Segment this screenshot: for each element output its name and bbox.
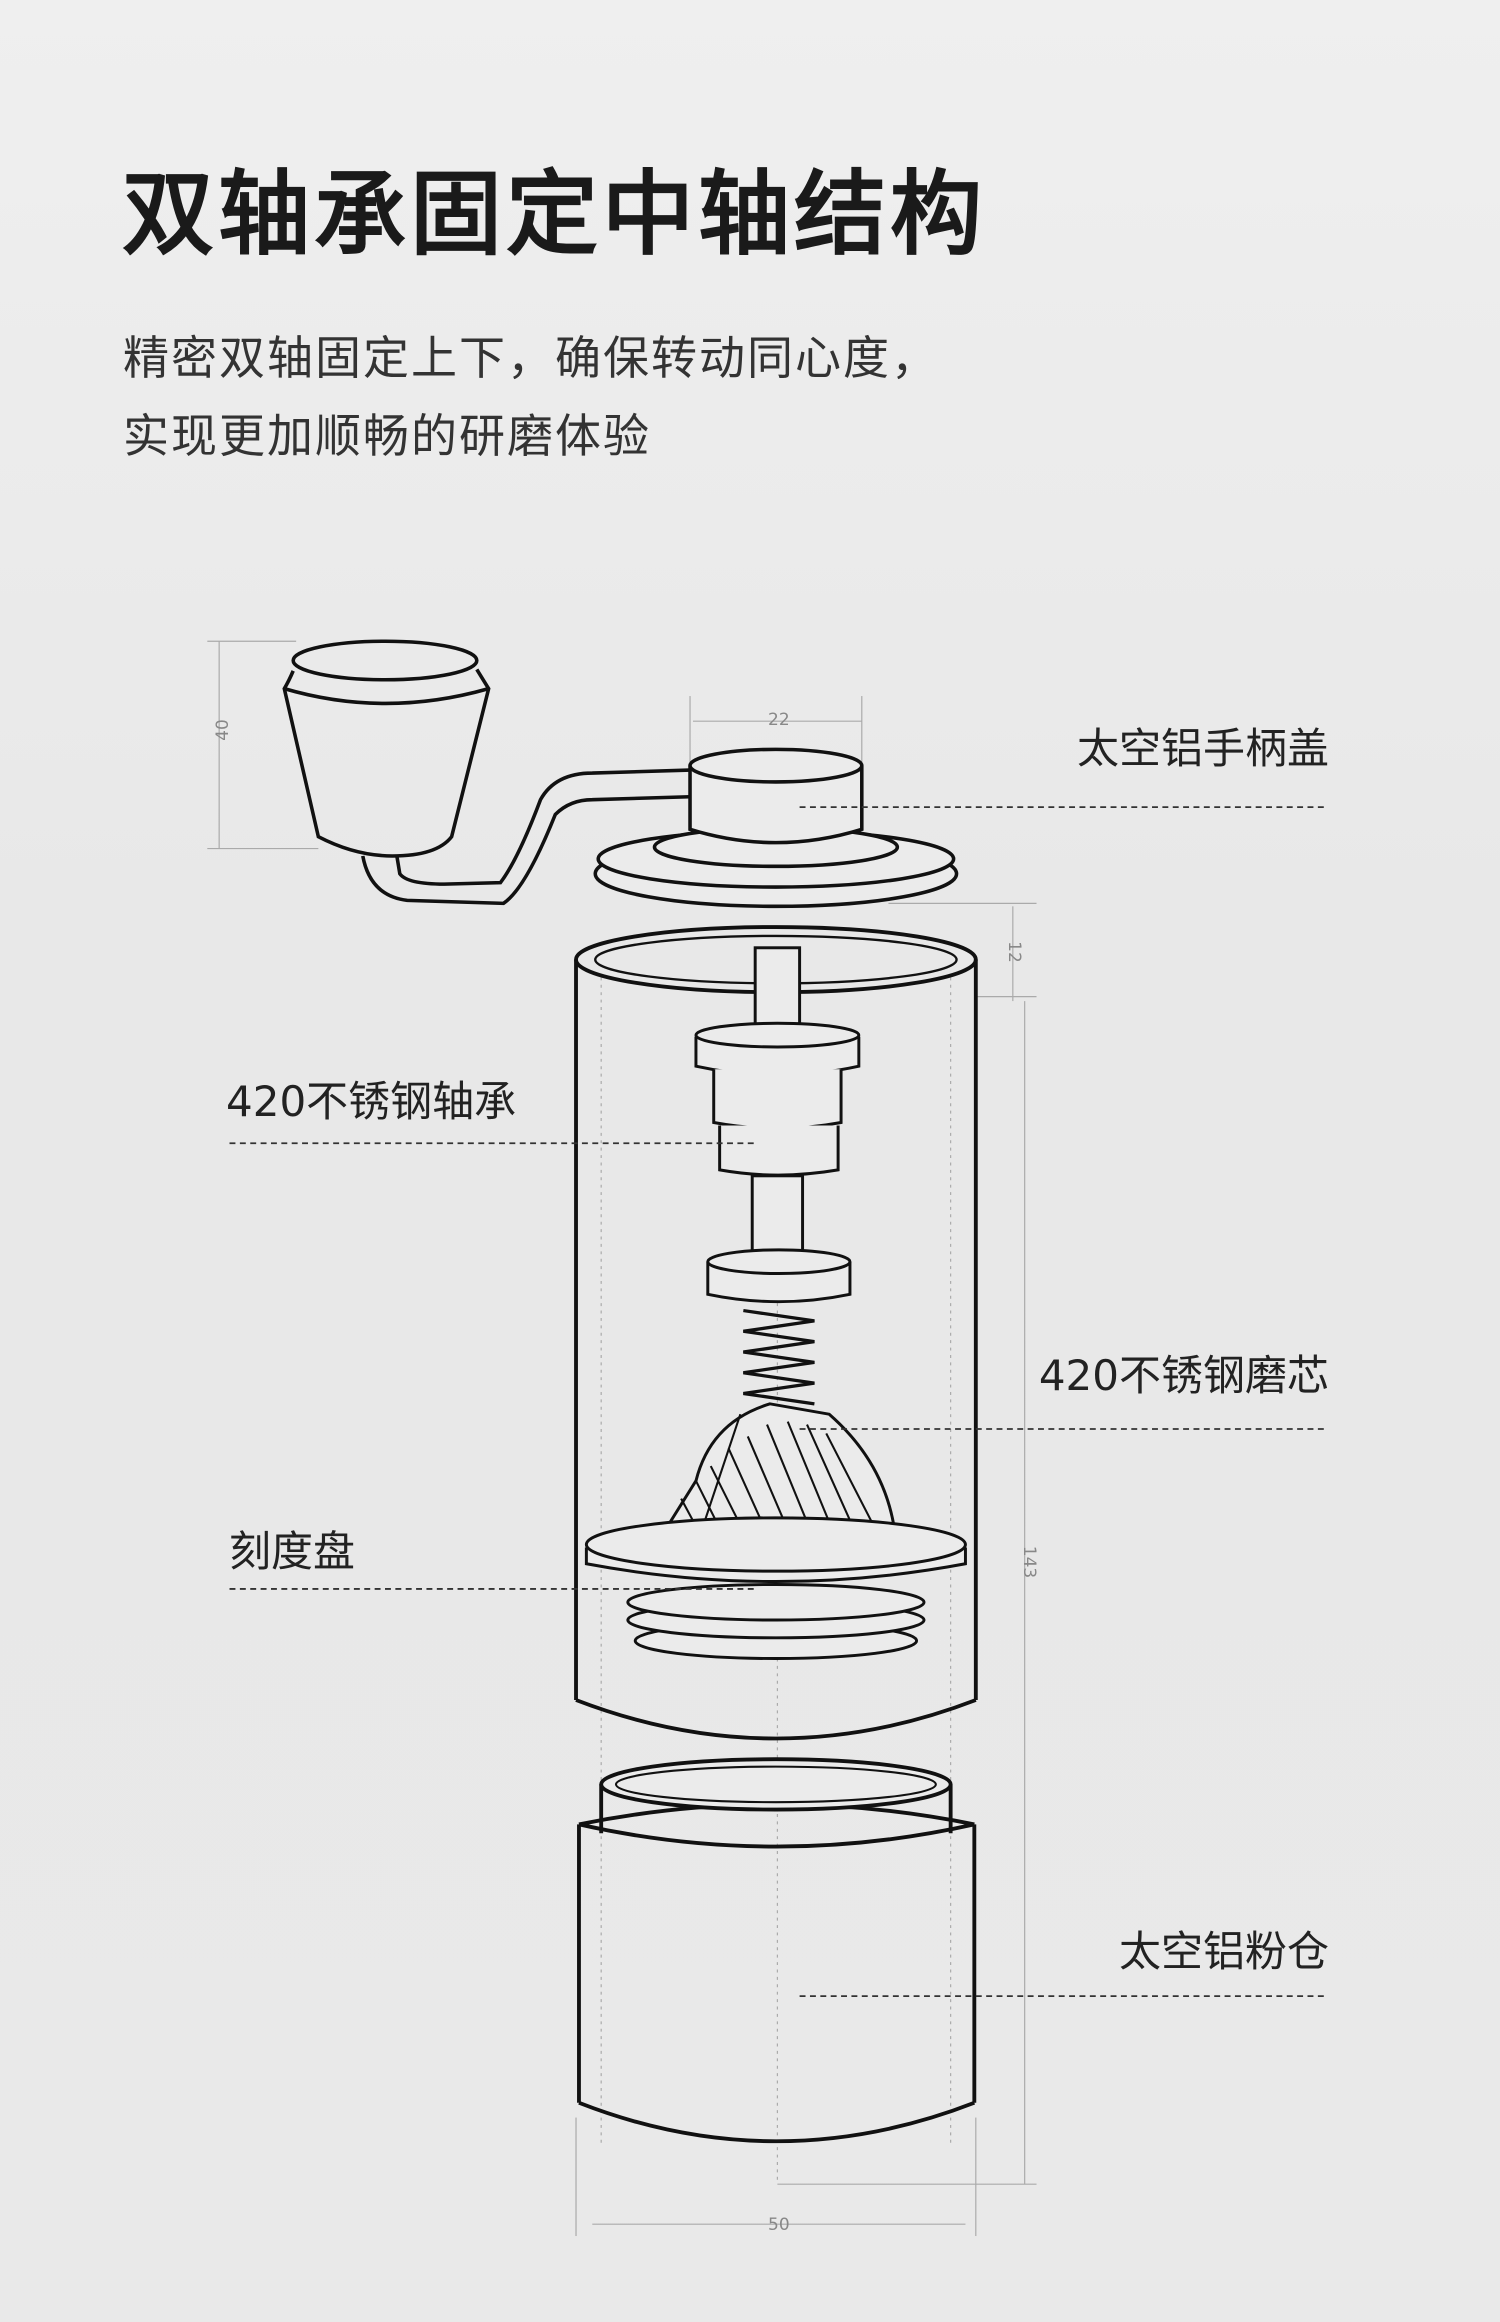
handle-cap <box>593 747 959 909</box>
powder-chamber <box>577 1757 977 2144</box>
dial-plate <box>584 1516 967 1661</box>
label-dial: 刻度盘 <box>229 1527 356 1576</box>
spring <box>743 1308 815 1406</box>
dim-knob-height: 40 <box>212 719 233 741</box>
dim-body-height: 143 <box>1019 1545 1040 1579</box>
handle-knob <box>282 639 491 858</box>
subtitle-line-1: 精密双轴固定上下，确保转动同心度， <box>123 331 939 385</box>
upper-body <box>574 925 978 1741</box>
dim-body-width: 50 <box>768 2215 790 2235</box>
label-bearing: 420不锈钢轴承 <box>226 1077 517 1126</box>
label-handle-cap: 太空铝手柄盖 <box>1076 724 1329 773</box>
page-title: 双轴承固定中轴结构 <box>122 161 987 268</box>
label-burr: 420不锈钢磨芯 <box>1038 1351 1329 1400</box>
shaft-and-bearing <box>694 946 861 1304</box>
dim-gap: 12 <box>1003 941 1024 963</box>
label-powder-chamber: 太空铝粉仓 <box>1118 1927 1329 1976</box>
dim-cap-width: 22 <box>768 710 790 730</box>
subtitle-line-2: 实现更加顺畅的研磨体验 <box>123 409 651 463</box>
leader-lines <box>229 806 1329 1998</box>
crank-arm <box>361 768 691 906</box>
